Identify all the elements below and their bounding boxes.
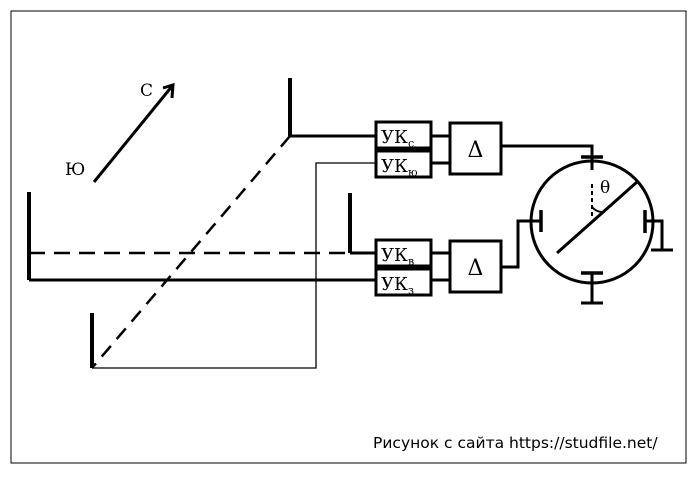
baseline-north-south [91, 135, 291, 369]
difference-bottom-label: Δ [468, 256, 484, 281]
uk-north-label: УК [381, 127, 408, 148]
uk-east-block: УКв [374, 238, 433, 268]
uk-south-label: УК [381, 156, 408, 177]
uk-west-subscript: з [408, 284, 414, 297]
uk-north-subscript: с [408, 137, 414, 150]
source-credit: Рисунок с сайта https://studfile.net/ [373, 434, 658, 452]
compass-south-label: Ю [65, 160, 85, 180]
difference-block-top: Δ [448, 121, 503, 176]
uk-west-block: УКз [374, 267, 433, 297]
uk-west-label: УК [381, 274, 408, 295]
figure-frame [10, 10, 687, 464]
bearing-line [556, 180, 638, 255]
output-bottom-wire [501, 219, 530, 269]
compass-north-label: С [140, 81, 153, 101]
uk-south-subscript: ю [408, 166, 418, 179]
svg-text:УКю: УКю [381, 156, 418, 179]
difference-block-bottom: Δ [448, 239, 503, 294]
svg-text:УКс: УКс [381, 127, 414, 150]
feeder-south [92, 162, 376, 369]
angle-theta-label: θ [600, 178, 610, 198]
crt-indicator: θ [529, 155, 673, 305]
uk-south-block: УКю [374, 149, 433, 179]
svg-text:УКв: УКв [381, 245, 414, 268]
angle-arc [591, 206, 604, 214]
uk-east-label: УК [381, 245, 408, 266]
compass-arrow [92, 82, 175, 183]
difference-top-label: Δ [468, 138, 484, 163]
uk-east-subscript: в [408, 255, 414, 268]
uk-north-block: УКс [374, 120, 433, 150]
output-top-wire [501, 144, 594, 157]
svg-text:УКз: УКз [381, 274, 414, 297]
